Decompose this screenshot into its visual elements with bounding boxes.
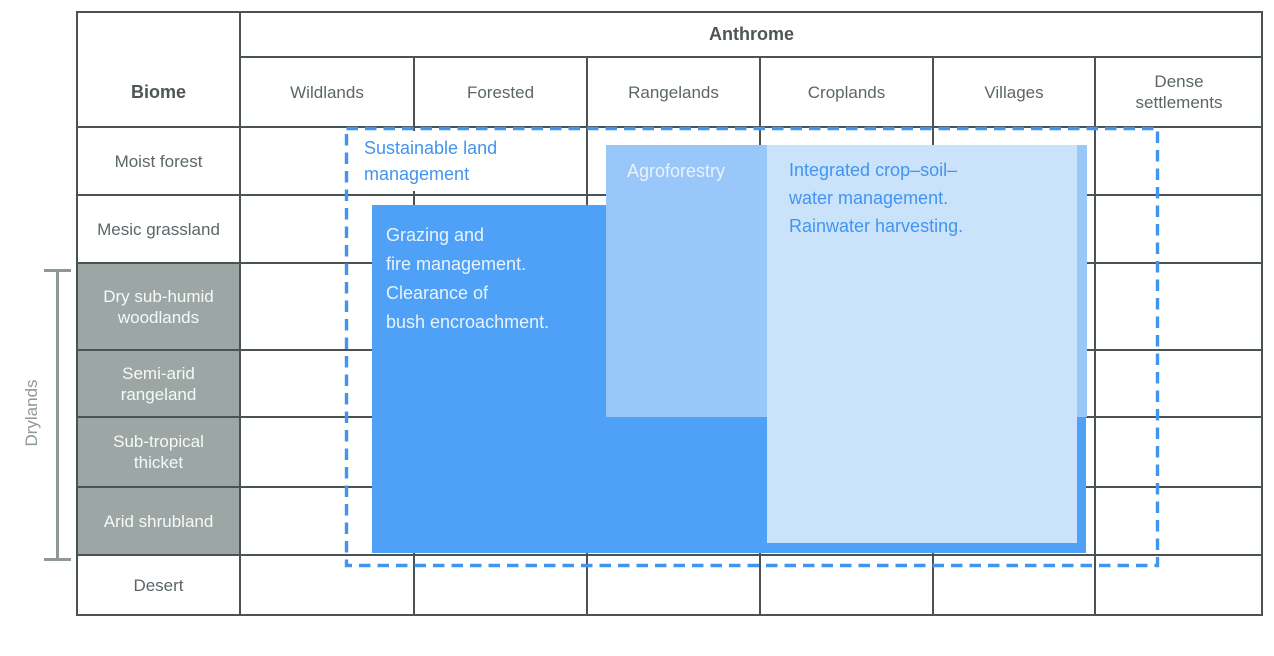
agroforestry-label: Agroforestry [627, 161, 725, 182]
drylands-label: Drylands [22, 379, 41, 447]
anthrome-axis-text: Anthrome [709, 24, 794, 44]
row-label-moist-forest: Moist forest [77, 127, 240, 195]
gray-cell-sub-tropical [78, 418, 239, 487]
row-label-desert: Desert [77, 555, 240, 616]
grid-line [240, 56, 1263, 58]
column-header-text: Villages [984, 82, 1044, 102]
column-header-rangelands: Rangelands [587, 57, 760, 127]
column-header-forested: Forested [414, 57, 587, 127]
row-label-arid-shrubland: Arid shrubland [77, 487, 240, 555]
row-label-semi-arid-rangeland: Semi-arid rangeland [77, 350, 240, 417]
integrated-crop-soil-water-label: Integrated crop–soil– water management. … [789, 156, 963, 240]
row-label-dry-sub-humid-woodlands: Dry sub-humid woodlands [77, 263, 240, 350]
column-header-text: Croplands [807, 82, 886, 102]
row-label-text: Mesic grassland [97, 219, 220, 239]
anthrome-axis-label: Anthrome [240, 12, 1263, 57]
label-line: Sustainable land [364, 138, 498, 158]
grazing-fire-management-label: Grazing and fire management. Clearance o… [386, 221, 549, 337]
sustainable-land-management-label: Sustainable land management [352, 131, 542, 191]
row-label-mesic-grassland: Mesic grassland [77, 195, 240, 263]
gray-cell-dry-sub-humid [78, 264, 239, 350]
drylands-bracket [56, 270, 59, 560]
biome-axis-text: Biome [130, 81, 186, 102]
column-header-wildlands: Wildlands [240, 57, 414, 127]
row-label-text: Dry sub-humid woodlands [103, 286, 214, 327]
gray-cell-semi-arid [78, 351, 239, 417]
label-line: Grazing and [386, 225, 485, 245]
column-header-text: Dense settlements [1135, 72, 1223, 112]
grid-line [239, 12, 241, 616]
table-border [76, 11, 1263, 616]
drylands-bracket-top-cap [44, 269, 71, 272]
row-label-text: Moist forest [114, 151, 203, 171]
label-line: Rainwater harvesting. [789, 216, 964, 236]
gray-cell-arid-shrubland [78, 488, 239, 555]
label-line: Agroforestry [627, 161, 726, 181]
label-line: Integrated crop–soil– [789, 160, 958, 180]
label-line: Clearance of [386, 283, 489, 303]
column-header-text: Forested [466, 82, 535, 102]
row-label-sub-tropical-thicket: Sub-tropical thicket [77, 417, 240, 487]
label-line: bush encroachment. [386, 312, 550, 332]
column-header-villages: Villages [933, 57, 1095, 127]
grid-line [77, 554, 1263, 556]
row-label-text: Arid shrubland [103, 511, 214, 531]
drylands-bracket-bottom-cap [44, 558, 71, 561]
label-line: management [364, 164, 470, 184]
column-header-text: Rangelands [628, 82, 719, 102]
label-line: fire management. [386, 254, 527, 274]
row-label-text: Sub-tropical thicket [113, 432, 204, 472]
column-header-text: Wildlands [290, 82, 364, 102]
biome-axis-label: Biome [77, 57, 240, 127]
row-label-text: Semi-arid rangeland [120, 363, 197, 404]
column-header-dense-settlements: Dense settlements [1095, 57, 1263, 127]
row-label-text: Desert [133, 576, 184, 595]
label-line: water management. [789, 188, 949, 208]
column-header-croplands: Croplands [760, 57, 933, 127]
grid-line [1094, 56, 1096, 616]
